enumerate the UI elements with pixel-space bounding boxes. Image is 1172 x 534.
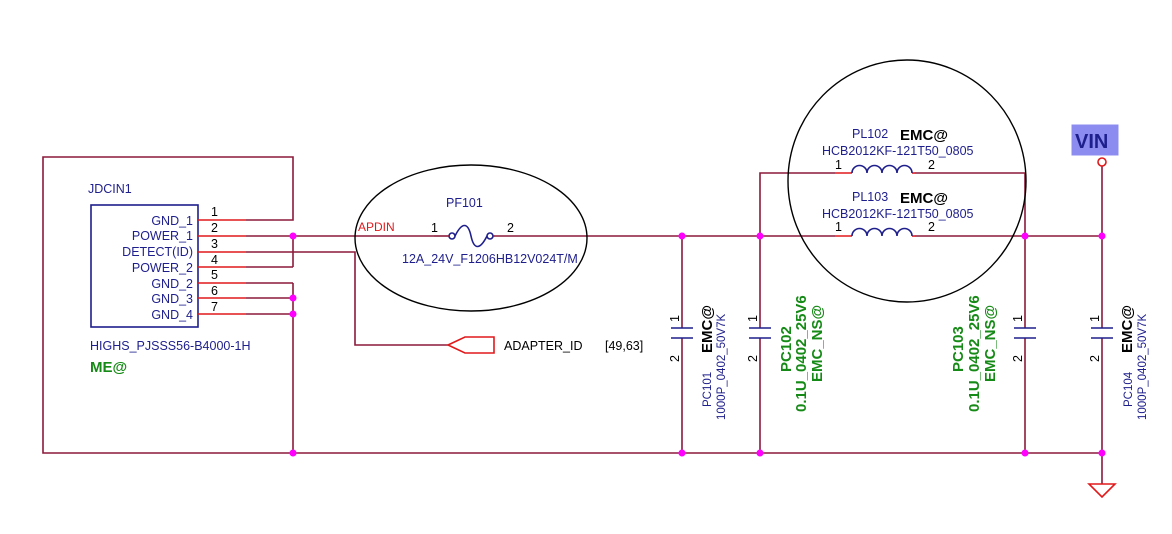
inductor-pl102-pin1: 1 bbox=[835, 158, 842, 172]
junction-dots bbox=[289, 232, 1106, 457]
inductor-pl102-tag: EMC@ bbox=[900, 127, 948, 144]
capacitor-pc102: 1 2 PC102 0.1U_0402_25V6 EMC_NS@ bbox=[746, 295, 826, 412]
connector-refdes: JDCIN1 bbox=[88, 182, 132, 196]
pin-num-6: 6 bbox=[211, 284, 218, 298]
pc102-refdes: PC102 bbox=[778, 326, 795, 372]
pin-name-power2: POWER_2 bbox=[132, 261, 193, 275]
pc104-pin1: 1 bbox=[1088, 315, 1102, 322]
connector-jdcin1: JDCIN1 HIGHS_PJSSS56-B4000-1H ME@ GND_1 … bbox=[88, 182, 251, 376]
fuse-pin2: 2 bbox=[507, 221, 514, 235]
net-label-apdin: APDIN bbox=[358, 220, 395, 234]
vin-label: VIN bbox=[1075, 131, 1108, 153]
connector-part-number: HIGHS_PJSSS56-B4000-1H bbox=[90, 339, 251, 353]
pc103-pin2: 2 bbox=[1011, 355, 1025, 362]
pc103-refdes: PC103 bbox=[950, 326, 967, 372]
pin-name-gnd4: GND_4 bbox=[151, 308, 193, 322]
pc102-pin1: 1 bbox=[746, 315, 760, 322]
pc103-value: 0.1U_0402_25V6 bbox=[966, 295, 983, 412]
pin-num-2: 2 bbox=[211, 221, 218, 235]
capacitor-pc101: 1 2 EMC@ 1000P_0402_50V7K PC101 bbox=[668, 305, 728, 420]
pc102-value: 0.1U_0402_25V6 bbox=[793, 295, 810, 412]
pc101-pin2: 2 bbox=[668, 355, 682, 362]
pc101-tag: EMC@ bbox=[699, 305, 716, 353]
pc102-pin2: 2 bbox=[746, 355, 760, 362]
pin-num-1: 1 bbox=[211, 205, 218, 219]
pc101-pin1: 1 bbox=[668, 315, 682, 322]
pc104-refdes: PC104 bbox=[1123, 371, 1135, 407]
pin-name-gnd3: GND_3 bbox=[151, 292, 193, 306]
adapter-id-label: ADAPTER_ID bbox=[504, 339, 583, 353]
inductor-pl103-pin1: 1 bbox=[835, 220, 842, 234]
connector-tag: ME@ bbox=[90, 359, 127, 376]
fuse-value: 12A_24V_F1206HB12V024T/M bbox=[402, 252, 578, 266]
pc103-pin1: 1 bbox=[1011, 315, 1025, 322]
capacitor-pc103: 1 2 PC103 0.1U_0402_25V6 EMC_NS@ bbox=[950, 295, 1036, 412]
inductor-group: PL102 EMC@ HCB2012KF-121T50_0805 1 2 PL1… bbox=[787, 59, 1027, 303]
pin-num-3: 3 bbox=[211, 237, 218, 251]
pin-name-detect: DETECT(ID) bbox=[122, 245, 193, 259]
fuse-refdes: PF101 bbox=[446, 196, 483, 210]
pin-num-5: 5 bbox=[211, 268, 218, 282]
pc102-tag: EMC_NS@ bbox=[809, 305, 826, 382]
inductor-pl103-tag: EMC@ bbox=[900, 190, 948, 207]
pin-num-7: 7 bbox=[211, 300, 218, 314]
fuse-pin1: 1 bbox=[431, 221, 438, 235]
capacitor-pc104: 1 2 EMC@ 1000P_0402_50V7K PC104 bbox=[1088, 305, 1149, 420]
pin-num-4: 4 bbox=[211, 253, 218, 267]
pc104-tag: EMC@ bbox=[1119, 305, 1136, 353]
inductor-pl102-value: HCB2012KF-121T50_0805 bbox=[822, 144, 974, 158]
inductor-pl103-pin2: 2 bbox=[928, 220, 935, 234]
inductor-pl103-refdes: PL103 bbox=[852, 190, 888, 204]
inductor-pl103-value: HCB2012KF-121T50_0805 bbox=[822, 207, 974, 221]
fuse-pf101: PF101 1 2 12A_24V_F1206HB12V024T/M bbox=[354, 164, 588, 312]
pin-name-gnd2: GND_2 bbox=[151, 277, 193, 291]
pc104-pin2: 2 bbox=[1088, 355, 1102, 362]
pc101-refdes: PC101 bbox=[702, 372, 714, 407]
pin-name-gnd1: GND_1 bbox=[151, 214, 193, 228]
vin-power-port: VIN bbox=[1071, 124, 1119, 167]
pc101-value: 1000P_0402_50V7K bbox=[716, 314, 728, 420]
wires bbox=[42, 156, 1103, 484]
pin-name-power1: POWER_1 bbox=[132, 229, 193, 243]
inductor-pl102-pin2: 2 bbox=[928, 158, 935, 172]
ground-symbol bbox=[1087, 483, 1117, 499]
inductor-pl102-refdes: PL102 bbox=[852, 127, 888, 141]
pc104-value: 1000P_0402_50V7K bbox=[1137, 314, 1149, 420]
adapter-id-port: ADAPTER_ID [49,63] bbox=[446, 336, 643, 354]
pc103-tag: EMC_NS@ bbox=[982, 305, 999, 382]
adapter-id-ref: [49,63] bbox=[605, 339, 643, 353]
